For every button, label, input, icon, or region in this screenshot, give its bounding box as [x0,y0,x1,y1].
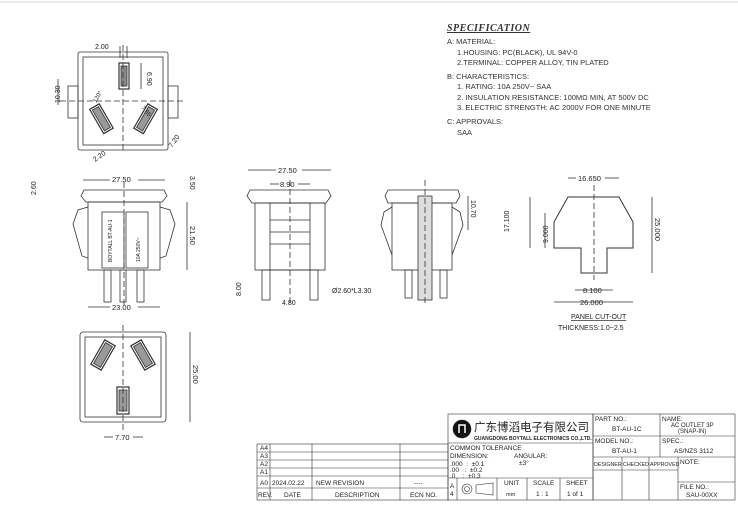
company-block: 广东博滔电子有限公司 GUANGDONG BOYTALL ELECTRONICS… [447,413,594,501]
dim-27-50-side: 27.50 [278,166,297,175]
date-cell: 2024.02.22 [272,480,305,487]
spec-item: 3. ELECTRIC STRENGTH: AC 2000V FOR ONE M… [457,103,651,113]
spec-section-characteristics: B: CHARACTERISTICS: 1. RATING: 10A 250V~… [447,72,651,113]
dim-21-50: 21.50 [188,226,197,245]
header-date: DATE [284,492,302,499]
spec-heading: B: CHARACTERISTICS: [447,72,530,82]
checked-label: CHECKED [623,462,649,468]
dim-7-70: 7.70 [115,433,130,442]
panel-thickness: THICKNESS:1.0~2.5 [558,325,624,332]
name-label: NAME: [662,416,683,423]
dim-25-00: 25.00 [191,365,200,384]
bottom-view: 25.00 7.70 [79,325,200,442]
dim-2-60: 2.60 [31,181,38,195]
tolerance-dimension-label: DIMENSION: [450,453,489,460]
projection-symbol-icon [461,482,494,496]
dim-10-70: 10.70 [469,200,476,218]
dim-120-deg: 120° [93,90,105,104]
scale-value: 1 : 1 [536,491,549,498]
rev-cell: A4 [260,445,268,452]
header-rev: REV. [258,492,273,499]
header-ecn: ECN NO. [410,492,437,499]
panel-cutout: 16.650 17.100 9.000 25.000 8.100 26.000 … [504,174,662,332]
spec-item: SAA [457,127,473,137]
housing-marking-left: BOYTALL BT-AU-1 [108,219,114,262]
rev-cell: A3 [260,453,268,460]
dim-17-100: 17.100 [504,210,511,232]
spec-item: 2. INSULATION RESISTANCE: 100MΩ MIN, AT … [457,92,649,102]
front-view: 27.50 2.60 3.50 21.50 23.00 BOYTALL BT-A… [31,175,197,312]
dim-10-30: 10.30 [55,85,62,103]
paper-size-num: 4 [450,491,454,498]
unit-value: mm [506,492,516,498]
spec-label: SPEC.: [662,438,684,445]
side-view: 27.50 8.90 8.00 4.80 Ø2.60*L3.30 [236,166,371,307]
rev-cell: A0 [260,480,268,487]
top-view: 2.00 6.90 10.30 120° 7.85 2.20 7.20 [55,44,185,164]
specification-title: SPECIFICATION [447,23,531,34]
dim-26-000: 26.000 [580,298,603,307]
dim-8-00: 8.00 [236,282,243,296]
approved-label: APPROVED [650,462,680,468]
name-line1: AC OUTLET 3P [671,423,714,429]
spec-heading: C: APPROVALS: [447,117,504,127]
housing-marking-right: 10A 250V~ [136,237,142,262]
model-no-label: MODEL NO.: [595,438,633,445]
rev-cell: A2 [260,461,268,468]
panel-cutout-title: PANEL CUT-OUT [571,314,627,321]
company-logo-icon [452,419,472,439]
dim-8-100: 8.100 [583,286,602,295]
spec-item: 2.TERMINAL: COPPER ALLOY, TIN PLATED [457,57,609,67]
title-block: PART NO.: BT-AU-1C NAME: AC OUTLET 3P (S… [592,413,736,501]
spec-item: 1. RATING: 10A 250V~ SAA [457,82,552,92]
spec-value: AS/NZS 3112 [674,448,714,455]
paper-size: A [450,483,455,490]
dim-27-50: 27.50 [112,175,131,184]
dim-16-650: 16.650 [578,174,601,183]
company-name-en: GUANGDONG BOYTALL ELECTRONICS CO.,LTD. [474,436,592,442]
dim-23-00: 23.00 [112,303,131,312]
spec-section-approvals: C: APPROVALS: SAA [447,117,651,138]
spec-section-material: A: MATERIAL: 1.HOUSING: PC(BLACK), UL 94… [447,37,651,68]
rev-cell: A1 [260,469,268,476]
tolerance-angular-label: ANGULAR: [514,453,547,460]
part-no-label: PART NO.: [595,416,627,423]
tolerance-line: .0 : ±0.3 [450,473,481,480]
dim-4-80: 4.80 [282,300,296,307]
header-description: DESCRIPTION [335,492,380,499]
ecn-cell: ---- [414,480,423,487]
description-cell: NEW REVISION [316,480,364,487]
company-name-cn: 广东博滔电子有限公司 [474,420,589,434]
dim-2-20: 2.20 [92,150,107,164]
specification-block: SPECIFICATION A: MATERIAL: 1.HOUSING: PC… [447,23,651,138]
unit-label: UNIT [504,480,519,487]
dim-3-50: 3.50 [188,176,195,190]
dim-9-000: 9.000 [543,225,550,243]
part-no-value: BT-AU-1C [612,426,642,433]
dim-8-90: 8.90 [280,180,295,189]
section-view: 10.70 [380,180,476,305]
tolerance-line: .000 : ±0.1 [450,461,485,468]
file-no-label: FILE NO.: [680,484,709,491]
tolerance-angular-value: ±3° [519,459,529,467]
dim-pin-diameter: Ø2.60*L3.30 [332,288,371,295]
name-line2: (SNAP-IN) [678,429,706,435]
dim-2-00: 2.00 [95,44,109,51]
sheet-label: SHEET [566,480,588,487]
dim-6-90: 6.90 [145,72,152,86]
tolerance-title: COMMON TOLERANCE [450,445,522,452]
note-label: NOTE: [680,459,700,466]
dim-25-000: 25.000 [653,218,662,241]
designer-label: DESIGNER [594,462,622,468]
dim-7-20: 7.20 [168,134,182,149]
sheet-value: 1 of 1 [567,491,584,498]
file-no-value: SAU-00XX [686,492,718,499]
tolerance-line: .00 : ±0.2 [450,467,483,474]
spec-item: 1.HOUSING: PC(BLACK), UL 94V-0 [457,47,578,57]
spec-heading: A: MATERIAL: [447,37,496,47]
revision-table: A4 A3 A2 A1 A0 2024.02.22 NEW REVISION -… [256,443,449,501]
model-no-value: BT-AU-1 [612,448,637,455]
scale-label: SCALE [533,480,555,487]
